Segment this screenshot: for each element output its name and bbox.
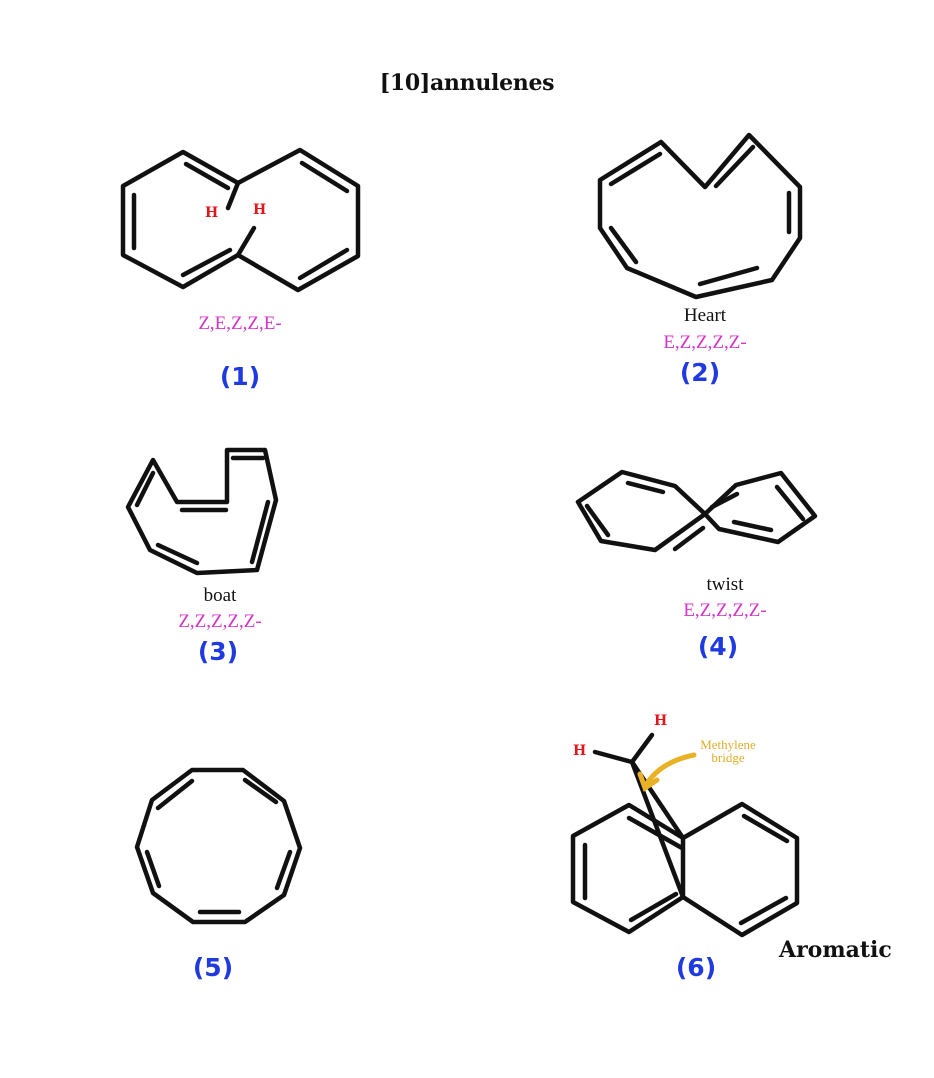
hydrogen-label: H: [573, 743, 587, 759]
hydrogen-label: H: [253, 202, 267, 218]
structure-2-number: (2): [679, 358, 721, 387]
structure-2-skeleton: [597, 132, 803, 300]
structure-3-config: Z,Z,Z,Z,Z-: [178, 611, 262, 632]
structure-3-skeleton: [125, 447, 279, 576]
structure-5-skeleton: [134, 767, 303, 925]
methylene-bridge-annotation: Methylene bridge: [700, 737, 756, 765]
structure-1-skeleton: [120, 147, 361, 293]
structure-4-name: twist: [706, 574, 744, 595]
structure-5-number: (5): [192, 953, 234, 982]
structure-1-config: Z,E,Z,Z,E-: [198, 313, 282, 334]
structure-3-number: (3): [197, 637, 239, 666]
structure-1-number: (1): [219, 362, 261, 391]
structure-4-config: E,Z,Z,Z,Z-: [683, 600, 767, 621]
structure-6-skeleton: [570, 732, 800, 938]
hydrogen-label: H: [654, 713, 668, 729]
hydrogen-label: H: [205, 205, 219, 221]
aromatic-label: Aromatic: [779, 937, 892, 963]
structure-2-config: E,Z,Z,Z,Z-: [663, 332, 747, 353]
curved-arrow-icon: [637, 752, 697, 792]
structure-4-number: (4): [697, 632, 739, 661]
diagram-title: [10]annulenes: [379, 70, 555, 96]
structure-2-name: Heart: [683, 305, 727, 326]
structure-3-name: boat: [203, 585, 237, 606]
structure-6-number: (6): [675, 953, 717, 982]
structure-4-skeleton: [575, 469, 818, 553]
